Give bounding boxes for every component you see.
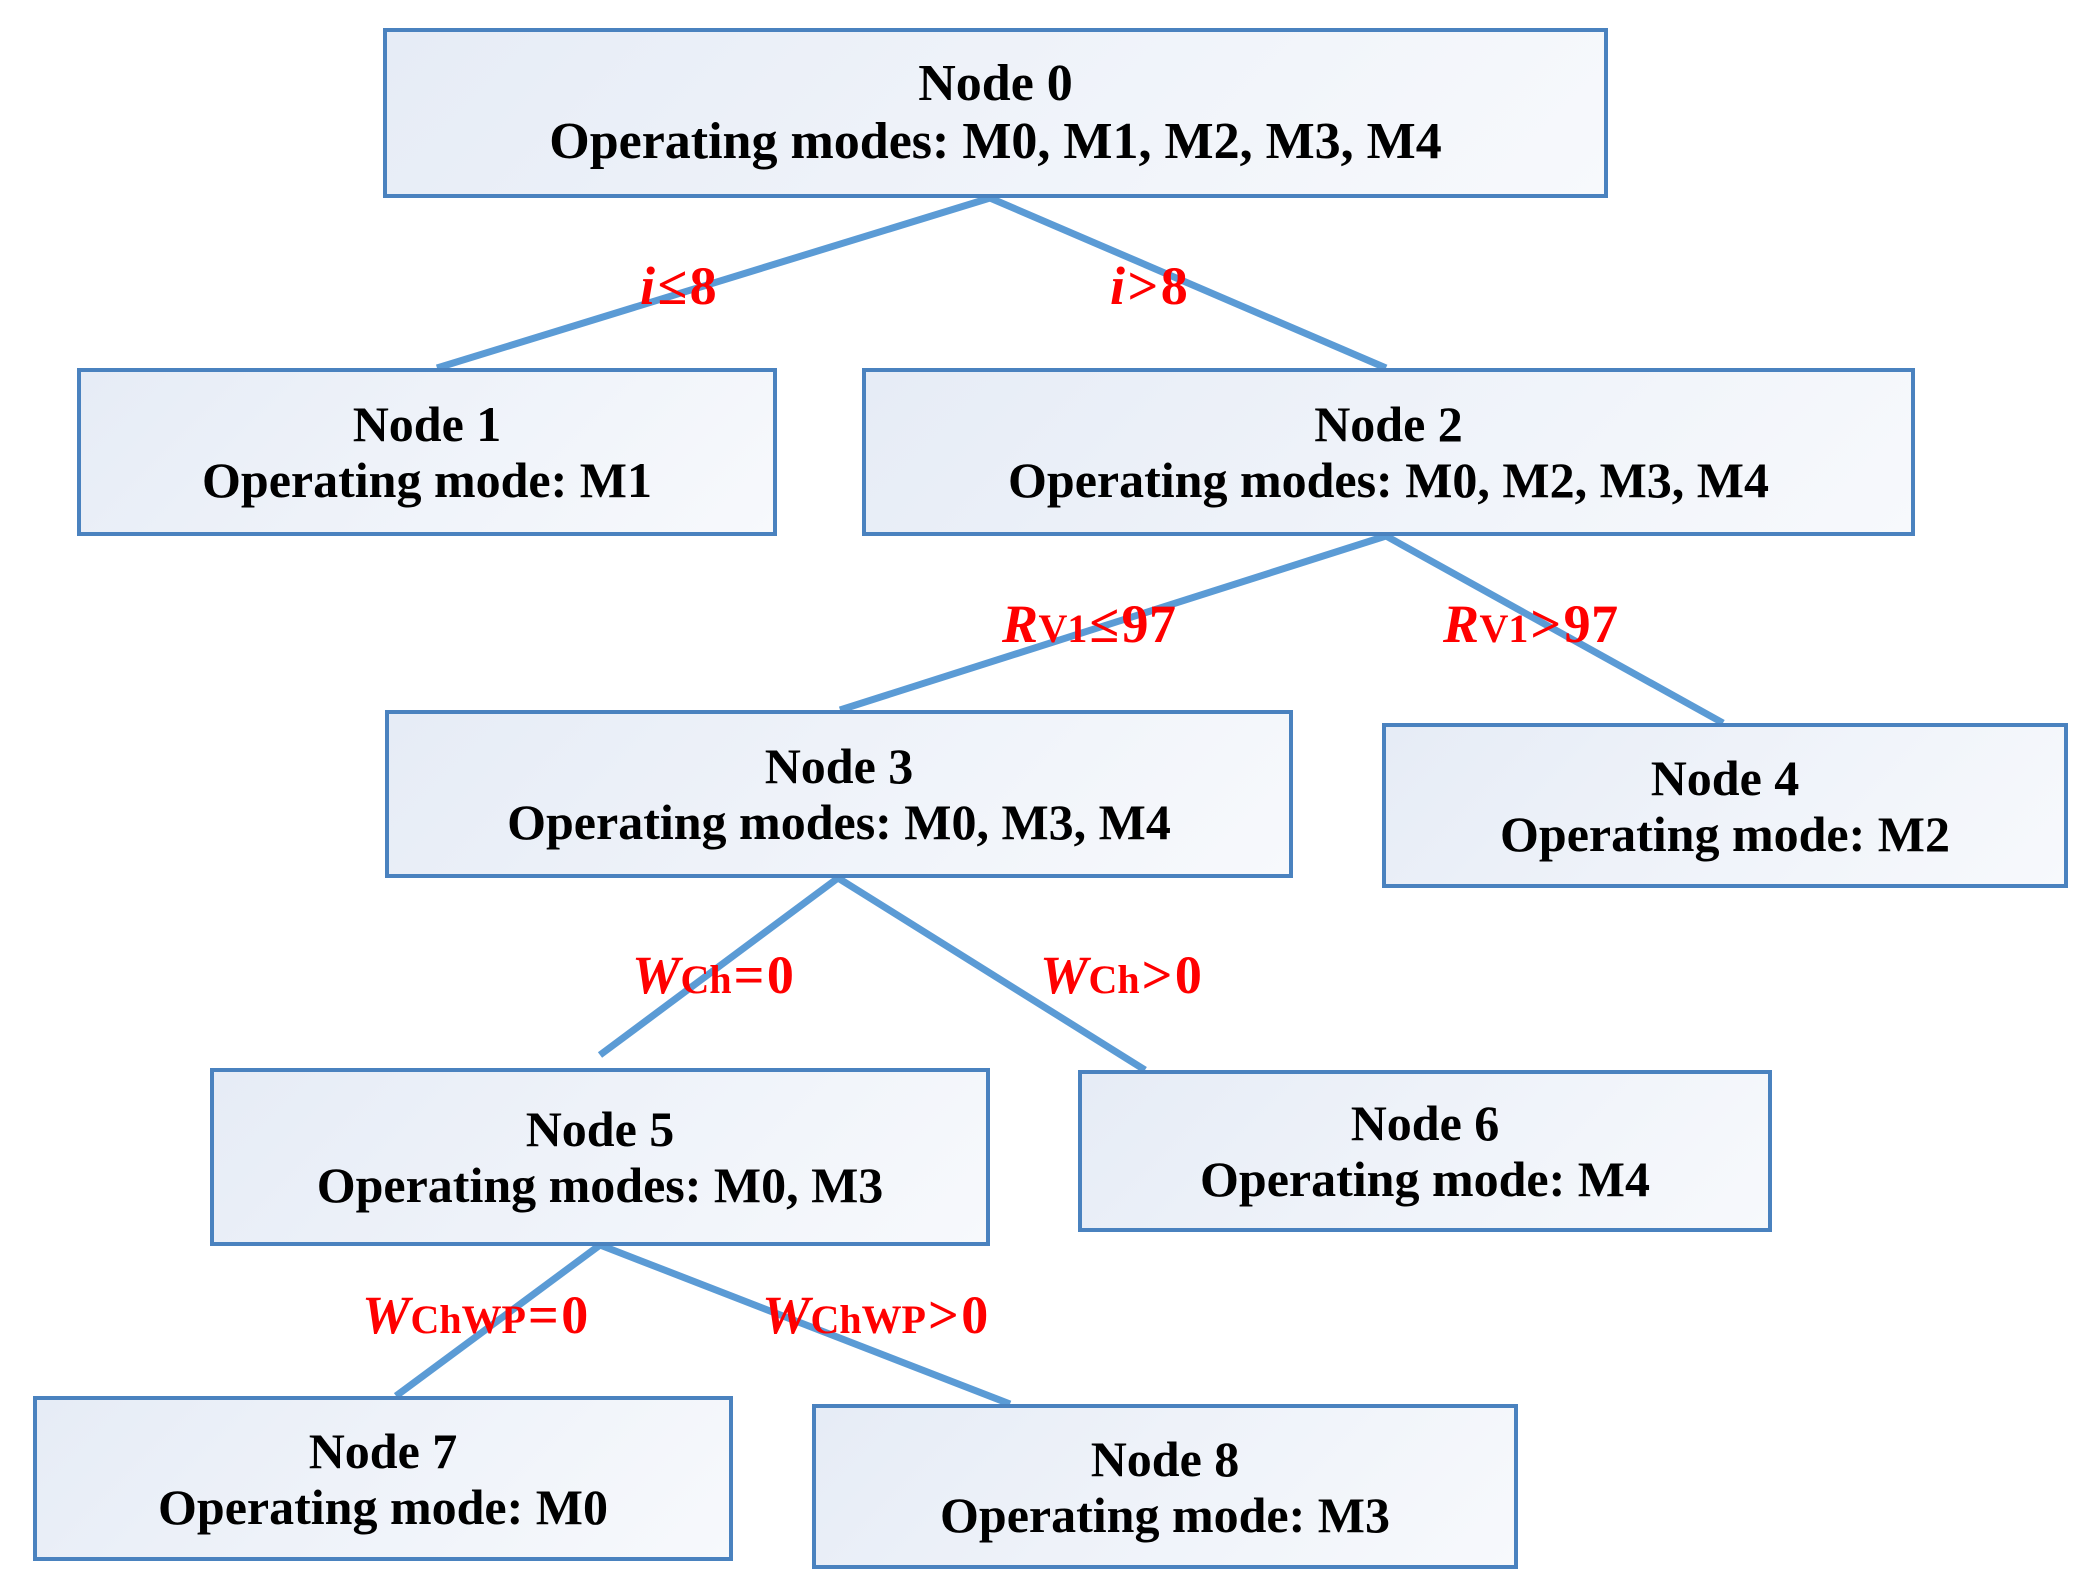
node-box-node8[interactable]: Node 8 Operating mode: M3 bbox=[812, 1404, 1518, 1569]
edge-label-value: 97 bbox=[1121, 594, 1177, 654]
edge-label-var: i bbox=[640, 256, 656, 316]
edge-label-sub: ChWP bbox=[810, 1297, 926, 1342]
edge-label-op: = bbox=[733, 945, 765, 1005]
edge-label-node0-right: i>8 bbox=[1110, 259, 1188, 313]
edge-label-node5-left: WChWP=0 bbox=[362, 1288, 589, 1342]
edge-label-value: 0 bbox=[1174, 945, 1203, 1005]
edge-label-sub: V1 bbox=[1038, 606, 1088, 651]
edge-label-node3-left: WCh=0 bbox=[632, 948, 794, 1002]
edge-label-node3-right: WCh>0 bbox=[1040, 948, 1202, 1002]
edge-label-var: W bbox=[632, 945, 681, 1005]
edge-label-sub: ChWP bbox=[410, 1297, 526, 1342]
node-box-node3[interactable]: Node 3 Operating modes: M0, M3, M4 bbox=[385, 710, 1293, 878]
edge-label-sub: Ch bbox=[680, 957, 732, 1002]
edge-label-value: 0 bbox=[961, 1285, 989, 1345]
node2-detail: Operating modes: M0, M2, M3, M4 bbox=[1008, 452, 1769, 508]
node1-title: Node 1 bbox=[352, 396, 502, 452]
node8-title: Node 8 bbox=[1090, 1430, 1240, 1487]
edge-label-var: W bbox=[362, 1285, 411, 1345]
edge-label-op: > bbox=[1141, 945, 1173, 1005]
node3-title: Node 3 bbox=[764, 738, 914, 794]
edge-label-sub: V1 bbox=[1479, 606, 1529, 651]
edge-label-var: R bbox=[1002, 594, 1039, 654]
node3-detail: Operating modes: M0, M3, M4 bbox=[507, 794, 1171, 850]
node7-detail: Operating mode: M0 bbox=[158, 1478, 608, 1535]
edge-label-node2-right: RV1>97 bbox=[1443, 597, 1619, 651]
node5-title: Node 5 bbox=[525, 1101, 675, 1157]
node-box-node7[interactable]: Node 7 Operating mode: M0 bbox=[33, 1396, 733, 1561]
edge-label-op: > bbox=[1127, 256, 1159, 316]
node8-detail: Operating mode: M3 bbox=[940, 1486, 1390, 1543]
node0-title: Node 0 bbox=[918, 54, 1073, 112]
edge-label-value: 0 bbox=[561, 1285, 589, 1345]
node4-detail: Operating mode: M2 bbox=[1500, 805, 1950, 862]
node7-title: Node 7 bbox=[308, 1422, 458, 1479]
edge-label-node5-right: WChWP>0 bbox=[762, 1288, 989, 1342]
edge-label-value: 97 bbox=[1563, 594, 1619, 654]
edge-label-value: 8 bbox=[689, 256, 718, 316]
node4-title: Node 4 bbox=[1650, 749, 1800, 806]
node2-title: Node 2 bbox=[1314, 396, 1463, 452]
edge-label-op: > bbox=[927, 1285, 960, 1345]
node6-detail: Operating mode: M4 bbox=[1200, 1151, 1650, 1207]
edge-label-var: W bbox=[1040, 945, 1089, 1005]
edge-label-value: 8 bbox=[1160, 256, 1189, 316]
edge-label-node0-left: i≤8 bbox=[640, 259, 717, 313]
node-box-node1[interactable]: Node 1 Operating mode: M1 bbox=[77, 368, 777, 536]
node-box-node5[interactable]: Node 5 Operating modes: M0, M3 bbox=[210, 1068, 990, 1246]
edge-label-op: ≤ bbox=[657, 256, 688, 316]
edge-label-value: 0 bbox=[766, 945, 795, 1005]
node0-detail: Operating modes: M0, M1, M2, M3, M4 bbox=[549, 113, 1442, 170]
edge-label-node2-left: RV1≤97 bbox=[1002, 597, 1177, 651]
edge-label-var: i bbox=[1110, 256, 1126, 316]
node5-detail: Operating modes: M0, M3 bbox=[316, 1157, 884, 1213]
node-box-node2[interactable]: Node 2 Operating modes: M0, M2, M3, M4 bbox=[862, 368, 1915, 536]
edge-label-sub: Ch bbox=[1088, 957, 1140, 1002]
edge-label-op: > bbox=[1530, 594, 1562, 654]
edge-label-op: ≤ bbox=[1089, 594, 1120, 654]
node6-title: Node 6 bbox=[1350, 1095, 1500, 1151]
edge-label-var: W bbox=[762, 1285, 811, 1345]
edge-label-op: = bbox=[527, 1285, 560, 1345]
node-box-node4[interactable]: Node 4 Operating mode: M2 bbox=[1382, 723, 2068, 888]
node-box-node6[interactable]: Node 6 Operating mode: M4 bbox=[1078, 1070, 1772, 1232]
edge-label-var: R bbox=[1443, 594, 1480, 654]
node-box-node0[interactable]: Node 0 Operating modes: M0, M1, M2, M3, … bbox=[383, 28, 1608, 198]
node1-detail: Operating mode: M1 bbox=[202, 452, 652, 508]
